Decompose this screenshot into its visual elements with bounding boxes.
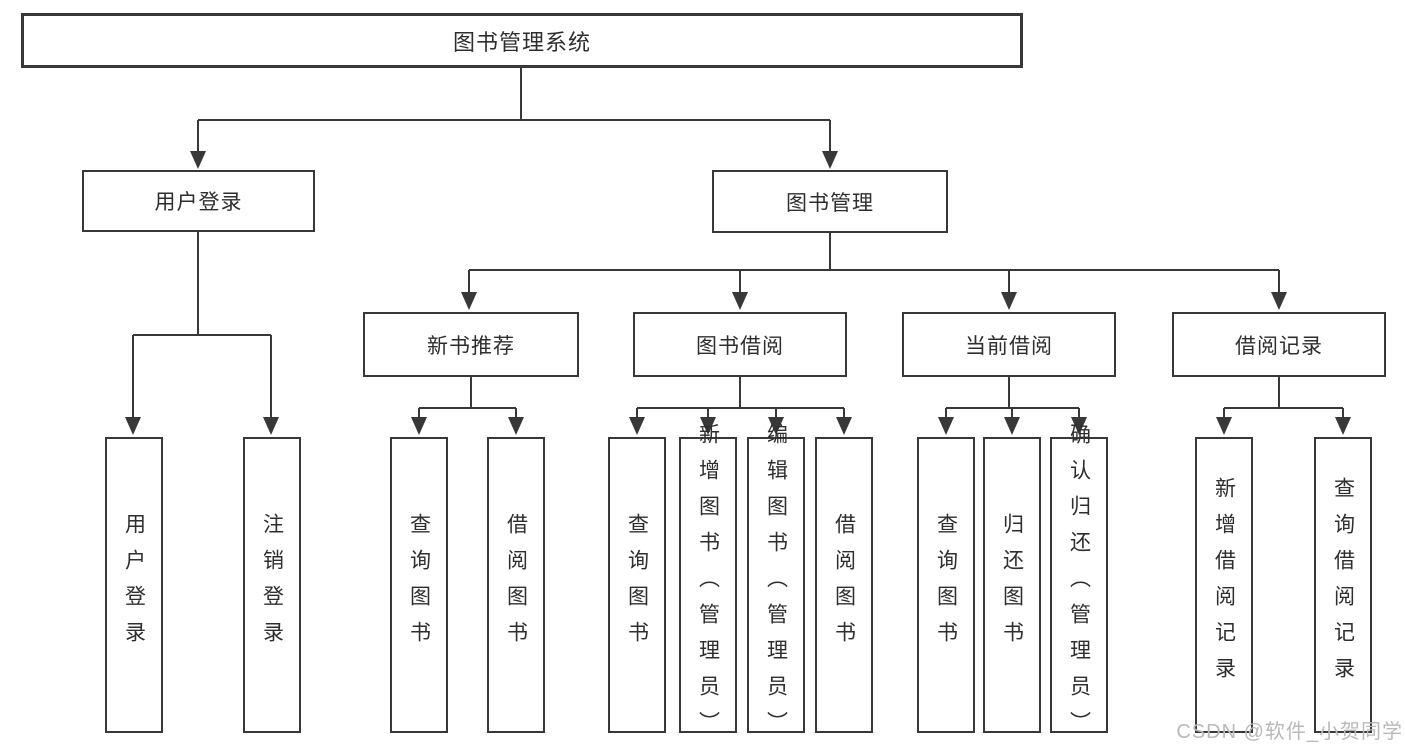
leaf-query-books-recommend: 查询图书	[390, 437, 448, 733]
leaf-query-borrow-record: 查询借阅记录	[1314, 437, 1372, 733]
node-label: 查询图书	[934, 513, 958, 657]
leaf-add-books-admin: 新增图书（管理员）	[679, 423, 737, 747]
node-label: 注销登录	[260, 513, 284, 657]
leaf-borrow-books-borrowing: 借阅图书	[815, 437, 873, 733]
node-book-management: 图书管理	[712, 170, 948, 233]
node-label: 新增图书（管理员）	[696, 423, 720, 747]
node-book-borrowing: 图书借阅	[633, 312, 847, 377]
leaf-borrow-books-recommend: 借阅图书	[487, 437, 545, 733]
node-borrowing-records: 借阅记录	[1172, 312, 1386, 377]
node-user-login: 用户登录	[82, 170, 315, 232]
leaf-edit-books-admin: 编辑图书（管理员）	[747, 423, 805, 747]
node-label: 借阅图书	[832, 513, 856, 657]
node-label: 新书推荐	[427, 334, 515, 358]
node-label: 借阅图书	[504, 513, 528, 657]
node-label: 查询借阅记录	[1331, 477, 1355, 693]
leaf-return-books: 归还图书	[983, 437, 1041, 733]
node-label: 当前借阅	[965, 334, 1053, 358]
leaf-user-login: 用户登录	[105, 437, 163, 733]
node-label: 图书借阅	[696, 334, 784, 358]
arrowheads	[125, 151, 1351, 435]
node-label: 归还图书	[1000, 513, 1024, 657]
leaf-query-books-borrowing: 查询图书	[608, 437, 666, 733]
node-label: 用户登录	[154, 191, 243, 214]
node-label: 图书管理系统	[452, 29, 591, 55]
node-label: 用户登录	[122, 513, 146, 657]
node-label: 查询图书	[625, 513, 649, 657]
node-new-book-recommend: 新书推荐	[363, 312, 579, 377]
node-library-management-system: 图书管理系统	[21, 13, 1023, 68]
node-label: 确认归还（管理员）	[1067, 423, 1091, 747]
leaf-confirm-return-admin: 确认归还（管理员）	[1050, 423, 1108, 747]
csdn-watermark: CSDN @软件_小贺同学	[1176, 721, 1403, 743]
node-label: 查询图书	[407, 513, 431, 657]
leaf-query-books-current: 查询图书	[917, 437, 975, 733]
node-label: 图书管理	[786, 191, 874, 215]
node-current-borrowing: 当前借阅	[902, 312, 1116, 377]
leaf-add-borrow-record: 新增借阅记录	[1195, 437, 1253, 733]
leaf-logout: 注销登录	[243, 437, 301, 733]
node-label: 新增借阅记录	[1212, 477, 1236, 693]
node-label: 编辑图书（管理员）	[764, 423, 788, 747]
node-label: 借阅记录	[1235, 334, 1323, 358]
